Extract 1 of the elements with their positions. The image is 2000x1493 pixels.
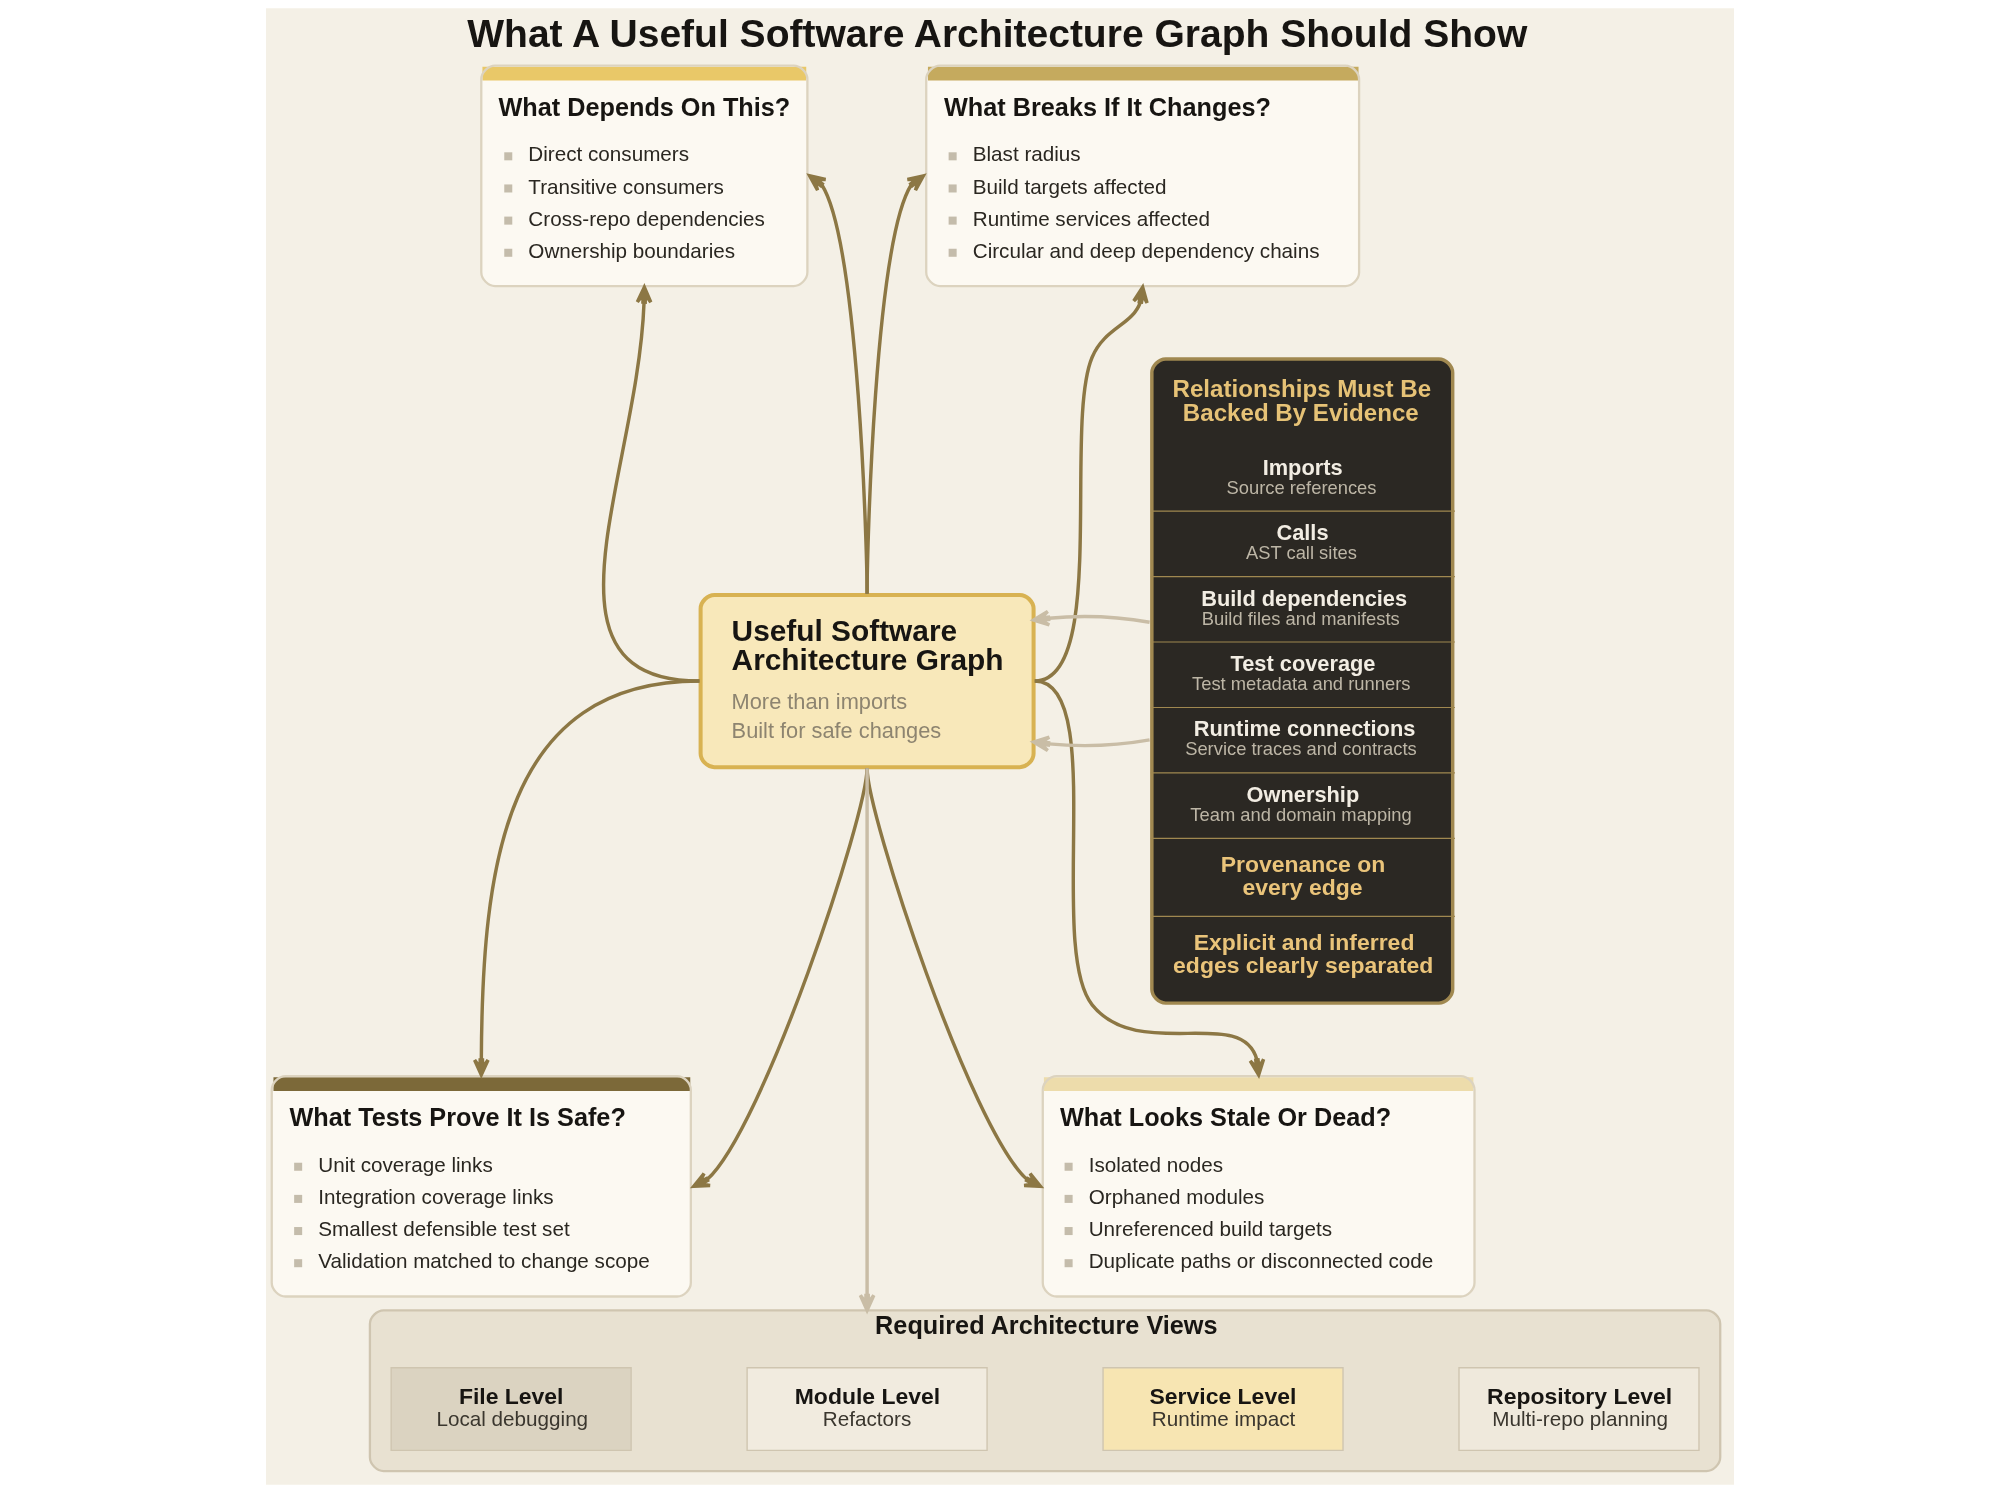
- diagram-title: What A Useful Software Architecture Graph Should Show: [467, 12, 1528, 56]
